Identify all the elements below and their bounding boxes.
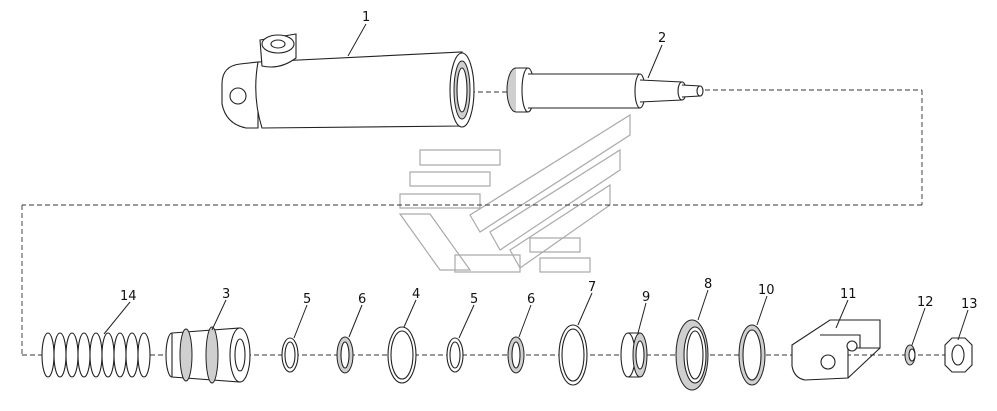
callout-1: 1: [362, 10, 370, 25]
callout-12: 12: [917, 295, 934, 310]
part-3-gland: [165, 326, 251, 384]
callout-8: 8: [704, 277, 712, 292]
callout-5b: 5: [470, 292, 478, 307]
watermark-logo: [398, 113, 631, 273]
part-6-ring-b: [507, 336, 525, 374]
callout-labels: 1 2 3 4 5 5 6 6 7 8 9 10 11 12 13 14: [120, 10, 978, 312]
part-10-ring: [738, 324, 766, 386]
callout-2: 2: [658, 31, 666, 46]
callout-9: 9: [642, 290, 650, 305]
callout-10: 10: [758, 283, 775, 298]
callout-13: 13: [961, 297, 978, 312]
part-6-ring-a: [336, 336, 354, 374]
part-11-clevis: [791, 319, 881, 381]
leader-lines: [103, 23, 969, 346]
part-8-seal: [675, 319, 709, 391]
callout-3: 3: [222, 287, 230, 302]
callout-14: 14: [120, 289, 137, 304]
part-5-ring-a: [281, 337, 299, 373]
assembly-axis: [21, 89, 945, 356]
part-5-ring-b: [446, 337, 464, 373]
callout-6a: 6: [358, 292, 366, 307]
part-13-nut: [944, 337, 973, 373]
part-14-spring: [41, 332, 151, 378]
part-2-piston-rod: [506, 67, 704, 113]
callout-7: 7: [588, 280, 596, 295]
callout-11: 11: [840, 287, 857, 302]
part-7-o-ring: [558, 324, 588, 386]
part-9-bushing: [620, 332, 648, 378]
callout-6b: 6: [527, 292, 535, 307]
part-1-cylinder-body: [221, 33, 475, 129]
part-12-washer: [904, 344, 916, 366]
callout-5a: 5: [303, 292, 311, 307]
part-4-o-ring: [387, 326, 417, 384]
callout-4: 4: [412, 287, 420, 302]
